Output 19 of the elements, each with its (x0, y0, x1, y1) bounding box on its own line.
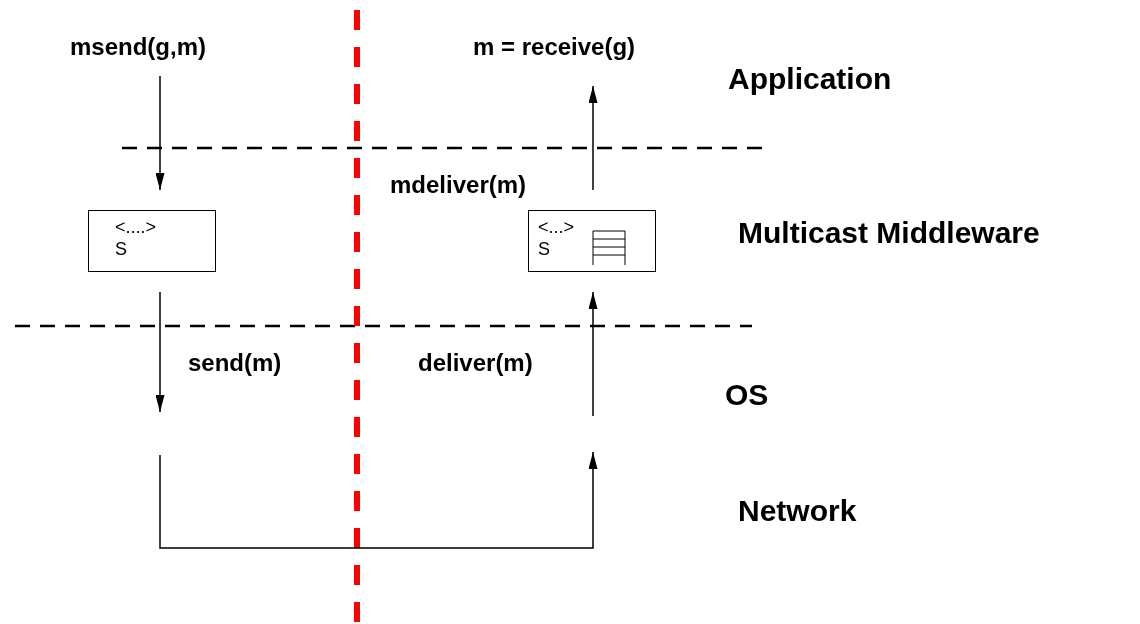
layer-label: OS (725, 378, 769, 412)
layer-label: Application (728, 62, 892, 96)
message-text: S (115, 238, 127, 259)
edge-label: send(m) (188, 350, 282, 377)
arrow (588, 85, 598, 191)
message-box (88, 210, 216, 272)
arrow (588, 291, 598, 417)
edge-label: deliver(m) (418, 350, 533, 377)
layer-label: Multicast Middleware (738, 216, 1040, 250)
call-label: m = receive(g) (473, 34, 636, 61)
call-label: msend(g,m) (70, 34, 206, 61)
arrow (155, 75, 165, 191)
message-text: S (538, 238, 550, 259)
layer-label: Network (738, 494, 857, 528)
message-text: <....> (115, 217, 157, 237)
arrow (155, 291, 165, 413)
message-box (528, 210, 656, 272)
edge-label: mdeliver(m) (390, 172, 527, 199)
message-text: <...> (538, 217, 575, 237)
